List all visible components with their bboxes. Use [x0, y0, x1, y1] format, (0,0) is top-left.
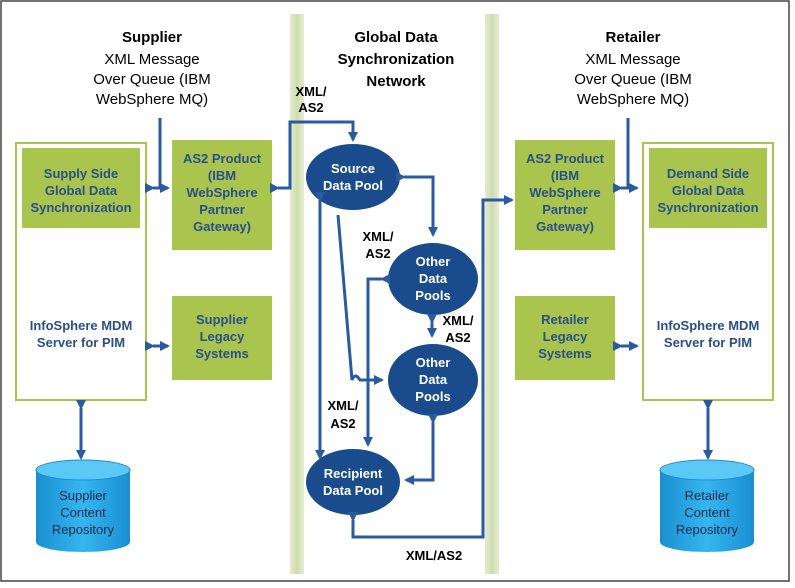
xml-as2-label-low-2: AS2: [330, 416, 355, 431]
supplier-as2-line-1: AS2 Product: [183, 151, 262, 166]
retailer-msg-line-2: Over Queue (IBM: [574, 71, 692, 88]
right-divider-band: [485, 14, 499, 574]
retailer-legacy-box: [515, 296, 615, 380]
xml-as2-label-low-1: XML/: [327, 398, 358, 413]
recipient-pool-line-1: Recipient: [324, 466, 383, 481]
xml-as2-label-right-2: AS2: [445, 330, 470, 345]
source-data-pool: [306, 144, 400, 210]
other1-line-2: Data: [419, 271, 448, 286]
retailer-legacy-line-2: Legacy: [543, 329, 589, 344]
demand-gds-line-3: Synchronization: [657, 200, 758, 215]
retailer-repo-line-3: Repository: [676, 522, 739, 537]
supplier-title: Supplier: [122, 29, 182, 46]
supplier-repository-cylinder: [35, 459, 131, 552]
other2-line-2: Data: [419, 372, 448, 387]
network-title-line-3: Network: [366, 73, 426, 90]
supplier-legacy-line-1: Supplier: [196, 312, 248, 327]
supplier-legacy-line-3: Systems: [195, 346, 248, 361]
recipient-retailer-as2-arrow: [348, 195, 514, 539]
retailer-as2-line-2: (IBM: [551, 168, 579, 183]
other1-line-3: Pools: [415, 288, 450, 303]
retailer-msg-line-1: XML Message: [585, 51, 680, 68]
supply-side-gds-box: [22, 148, 140, 228]
supplier-repo-line-3: Repository: [52, 522, 115, 537]
retailer-msg-line-3: WebSphere MQ): [577, 91, 689, 108]
supplier-msg-line-1: XML Message: [104, 51, 199, 68]
demand-gds-line-1: Demand Side: [667, 166, 749, 181]
xml-as2-label-mid-1: XML/: [362, 229, 393, 244]
retailer-repo-line-1: Retailer: [685, 488, 730, 503]
other2-line-3: Pools: [415, 389, 450, 404]
supplier-as2-source-arrow: [270, 120, 358, 193]
retailer-legacy-line-3: Systems: [538, 346, 591, 361]
demand-gds-line-2: Global Data: [672, 183, 745, 198]
xml-as2-label-mid-2: AS2: [365, 246, 390, 261]
supply-gds-line-2: Global Data: [45, 183, 118, 198]
retailer-repository-cylinder: [659, 459, 755, 552]
xml-as2-label-top-1: XML/: [295, 84, 326, 99]
supplier-as2-box: [172, 140, 272, 250]
network-title-line-2: Synchronization: [338, 51, 455, 68]
xml-as2-label-top-2: AS2: [298, 100, 323, 115]
retailer-mdm-line-1: InfoSphere MDM: [657, 318, 760, 333]
retailer-as2-line-3: WebSphere: [529, 185, 600, 200]
retailer-as2-box: [515, 140, 615, 250]
other2-line-1: Other: [416, 355, 451, 370]
supply-gds-line-1: Supply Side: [44, 166, 118, 181]
recipient-data-pool: [306, 449, 400, 515]
supplier-as2-line-3: WebSphere: [186, 185, 257, 200]
supplier-repo-line-2: Content: [60, 505, 106, 520]
supplier-legacy-box: [172, 296, 272, 380]
retailer-repo-line-2: Content: [684, 505, 730, 520]
supplier-legacy-line-2: Legacy: [200, 329, 246, 344]
recipient-pool-line-2: Data Pool: [323, 483, 383, 498]
other1-line-1: Other: [416, 254, 451, 269]
supplier-msg-line-2: Over Queue (IBM: [93, 71, 211, 88]
network-title-line-1: Global Data: [354, 29, 438, 46]
supply-gds-line-3: Synchronization: [30, 200, 131, 215]
source-pool-line-2: Data Pool: [323, 178, 383, 193]
source-pool-line-1: Source: [331, 161, 375, 176]
supplier-as2-line-4: Partner: [199, 202, 245, 217]
xml-as2-label-bottom: XML/AS2: [406, 548, 462, 563]
xml-as2-label-right-1: XML/: [442, 313, 473, 328]
demand-side-gds-box: [649, 148, 767, 228]
retailer-legacy-line-1: Retailer: [541, 312, 589, 327]
supplier-repo-line-1: Supplier: [59, 488, 107, 503]
retailer-as2-line-5: Gateway): [536, 219, 594, 234]
supplier-as2-line-5: Gateway): [193, 219, 251, 234]
retailer-as2-line-1: AS2 Product: [526, 151, 605, 166]
supplier-msg-line-3: WebSphere MQ): [96, 91, 208, 108]
retailer-mdm-line-2: Server for PIM: [664, 335, 752, 350]
retailer-title: Retailer: [605, 29, 660, 46]
supplier-mdm-line-1: InfoSphere MDM: [30, 318, 133, 333]
retailer-as2-line-4: Partner: [542, 202, 588, 217]
supplier-mdm-line-2: Server for PIM: [37, 335, 125, 350]
supplier-as2-line-2: (IBM: [208, 168, 236, 183]
